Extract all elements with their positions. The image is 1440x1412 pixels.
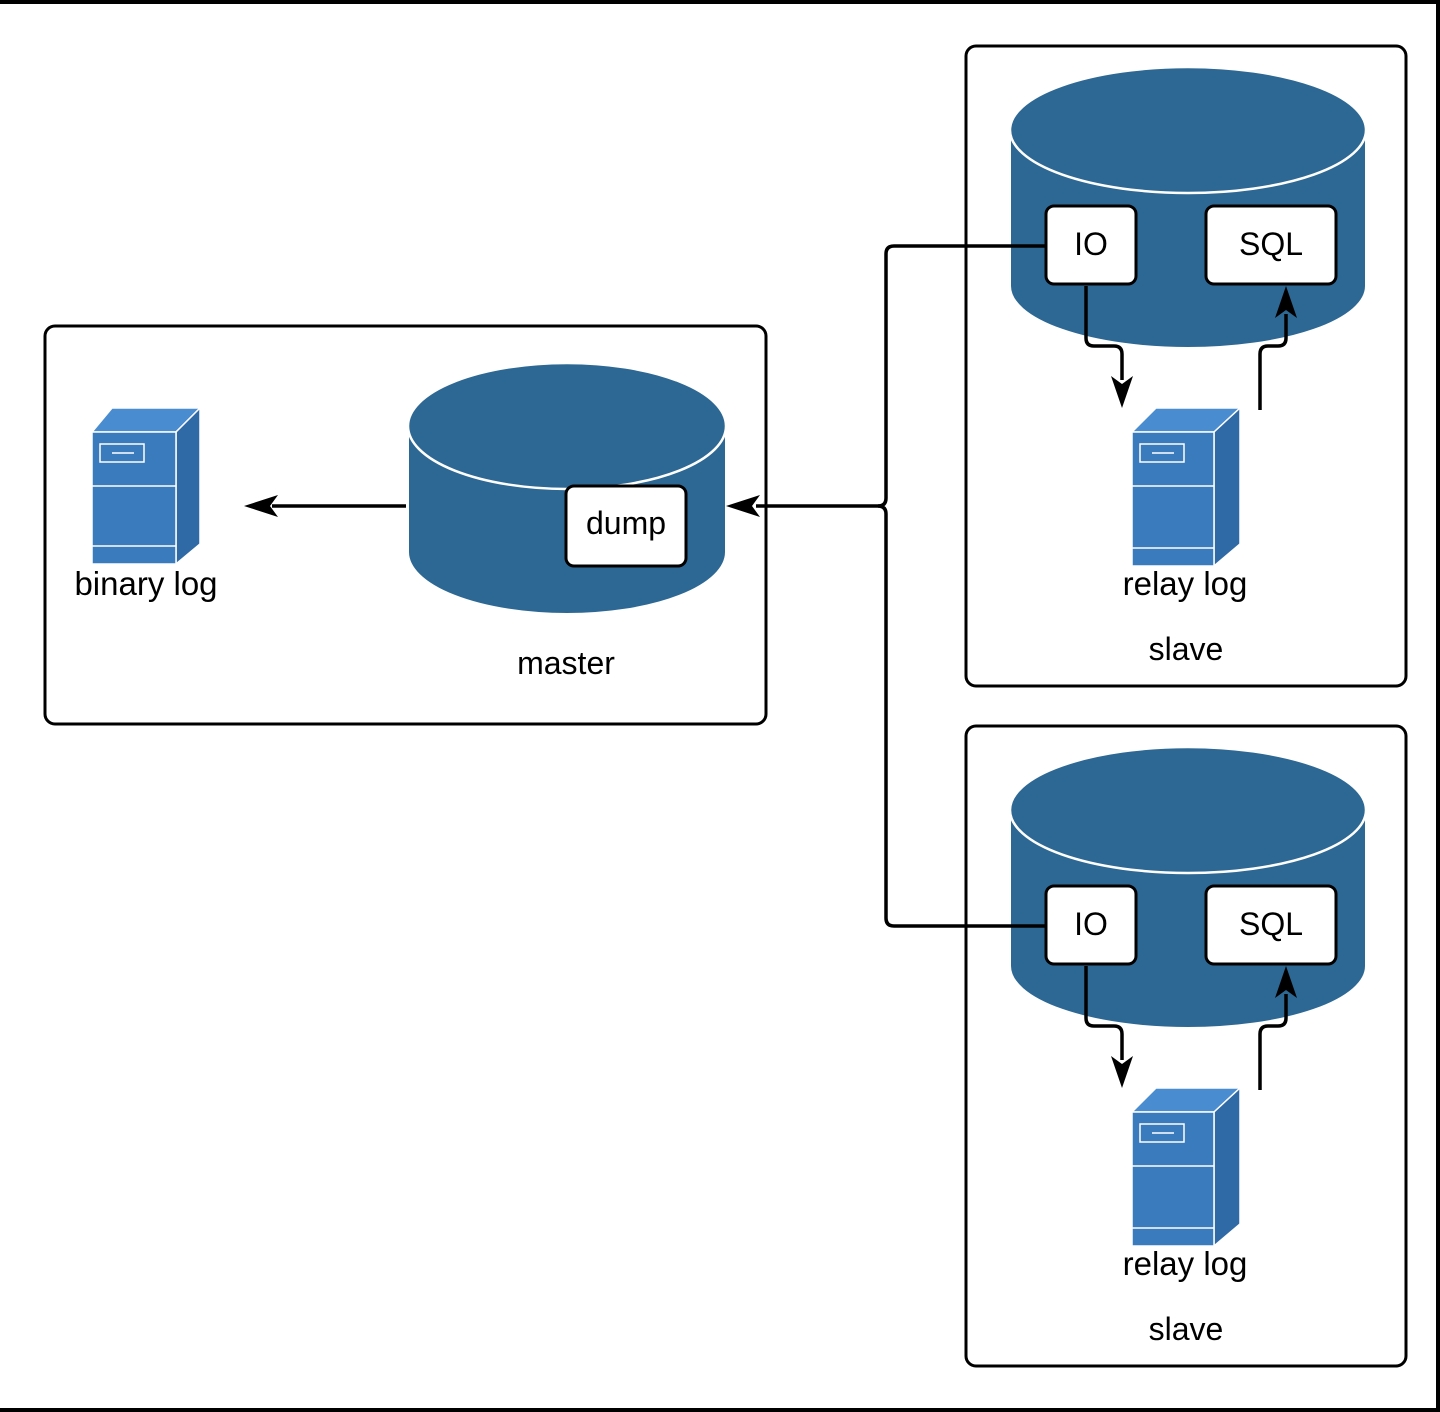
slave-node-1: IO SQL relay log slave <box>964 44 1408 688</box>
slave-1-title: slave <box>1149 631 1224 667</box>
dump-label: dump <box>586 505 666 541</box>
slave-2-io-label: IO <box>1074 906 1108 942</box>
slave-1-database-icon <box>1008 65 1368 349</box>
slave-1-io-thread: IO <box>1044 204 1138 286</box>
slave-2-relay-to-sql-arrow <box>1258 966 1297 1090</box>
slave-1-relay-log-server-icon <box>1130 406 1242 568</box>
master-node: dump binary log master <box>43 324 768 726</box>
slave-2-relay-log-server-icon <box>1130 1086 1242 1248</box>
slave-2-relay-log-label: relay log <box>1123 1245 1248 1282</box>
slave-1-relay-to-sql-arrow <box>1258 286 1297 410</box>
binary-log-label: binary log <box>74 565 217 602</box>
slave-2-database-icon <box>1008 745 1368 1029</box>
master-title: master <box>517 645 615 681</box>
slave-2-title: slave <box>1149 1311 1224 1347</box>
io-to-dump-connector <box>726 244 1046 928</box>
dump-process: dump <box>564 484 688 568</box>
slave-2-sql-label: SQL <box>1239 906 1303 942</box>
slave-1-relay-log-label: relay log <box>1123 565 1248 602</box>
slave-1-io-label: IO <box>1074 226 1108 262</box>
master-to-binlog-arrow <box>244 495 406 517</box>
slave-2-io-thread: IO <box>1044 884 1138 966</box>
binary-log-server-icon <box>90 406 202 566</box>
slave-1-sql-thread: SQL <box>1204 204 1338 286</box>
slave-1-io-to-relay-arrow <box>1084 286 1133 408</box>
slave-2-sql-thread: SQL <box>1204 884 1338 966</box>
slave-2-io-to-relay-arrow <box>1084 966 1133 1088</box>
slave-1-sql-label: SQL <box>1239 226 1303 262</box>
slave-node-2: IO SQL relay log slave <box>964 724 1408 1368</box>
